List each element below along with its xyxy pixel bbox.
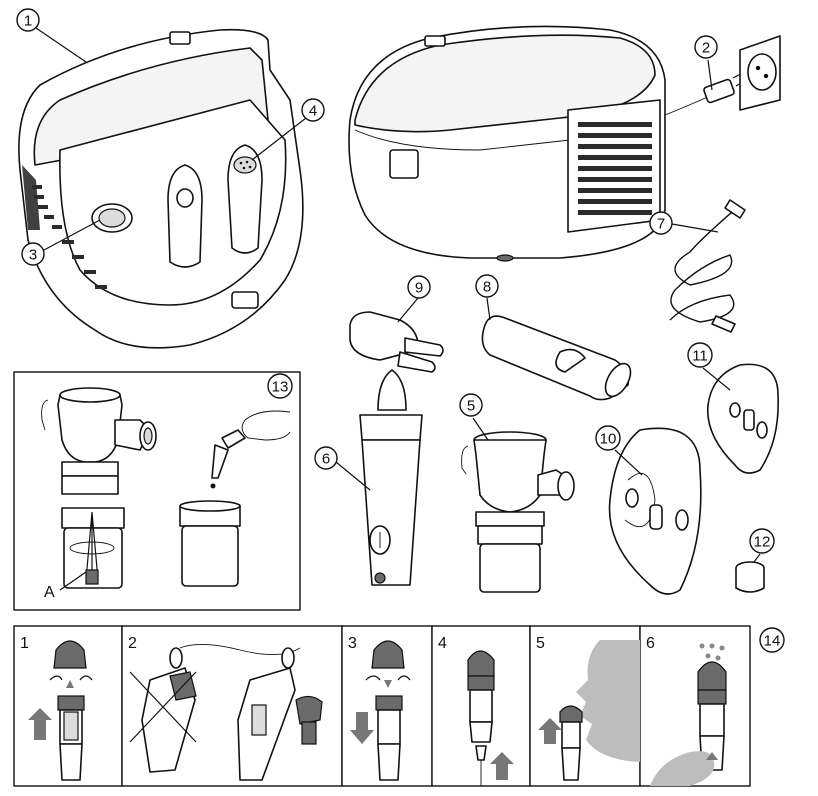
- front-latch-closed: [389, 149, 419, 179]
- callout-5: 5: [459, 393, 489, 441]
- svg-text:8: 8: [483, 279, 491, 296]
- callout-3: 3: [21, 219, 101, 266]
- step-1-illustration: [28, 640, 93, 781]
- step-6-illustration: [650, 643, 727, 786]
- callout-12: 12: [749, 528, 775, 563]
- front-latch: [231, 291, 259, 309]
- compressor-open: [18, 28, 304, 349]
- svg-text:11: 11: [692, 348, 708, 365]
- callout-2: 2: [694, 35, 718, 91]
- callout-7: 7: [649, 211, 719, 235]
- svg-text:13: 13: [272, 379, 289, 396]
- step-3-illustration: [350, 640, 411, 781]
- svg-text:12: 12: [754, 534, 771, 551]
- step-5-illustration: [538, 640, 640, 781]
- svg-text:6: 6: [322, 451, 330, 468]
- svg-text:7: 7: [657, 216, 665, 233]
- front-vents: [578, 122, 652, 215]
- svg-text:2: 2: [702, 40, 710, 57]
- inset-panel-13: [13, 371, 301, 611]
- power-cord-plug: [664, 35, 781, 116]
- nosepiece: [349, 311, 444, 373]
- compressor-closed: [348, 25, 666, 262]
- svg-text:14: 14: [764, 633, 781, 650]
- callout-10: 10: [595, 425, 643, 476]
- storage-slot-4: [227, 144, 263, 254]
- adult-mask: [608, 427, 702, 595]
- step-label-3: 3: [348, 635, 357, 652]
- svg-text:3: 3: [29, 247, 37, 264]
- svg-text:9: 9: [415, 280, 423, 297]
- svg-text:5: 5: [467, 398, 475, 415]
- storage-slot-3: [91, 203, 133, 233]
- step-4-illustration: [467, 650, 514, 786]
- air-tube: [669, 199, 746, 333]
- callout-6: 6: [314, 446, 371, 491]
- nebulizer: [461, 431, 575, 593]
- top-clip: [424, 35, 446, 47]
- label-a-leader: [59, 571, 87, 591]
- step-label-5: 5: [536, 635, 545, 652]
- svg-text:4: 4: [309, 103, 317, 120]
- label-a: A: [44, 584, 55, 601]
- step-label-2: 2: [128, 635, 137, 652]
- step-label-6: 6: [646, 635, 655, 652]
- step-label-4: 4: [438, 635, 447, 652]
- inset-medicine-cup: [179, 500, 241, 587]
- callout-14: 14: [759, 627, 785, 653]
- storage-slot-center: [167, 164, 203, 268]
- lid-latch: [169, 31, 191, 45]
- svg-text:10: 10: [600, 431, 617, 448]
- callout-9: 9: [397, 275, 431, 323]
- callout-8: 8: [475, 274, 499, 321]
- callout-1: 1: [16, 8, 87, 63]
- callout-11: 11: [687, 342, 731, 391]
- step-label-1: 1: [20, 635, 29, 652]
- svg-text:1: 1: [24, 13, 32, 30]
- air-filter: [735, 561, 765, 593]
- step-strip: 1 2 3 4 5 6: [13, 625, 751, 787]
- child-mask: [706, 363, 779, 474]
- step-2-illustration: [129, 644, 323, 781]
- nebulizer-kit: [359, 369, 423, 586]
- callout-4: 4: [251, 98, 325, 161]
- inset-nebulizer-top: [41, 387, 157, 495]
- inset-hand-dropper: [210, 410, 291, 489]
- callout-13: 13: [267, 373, 293, 399]
- side-vents: [32, 185, 107, 289]
- mouthpiece: [481, 315, 632, 401]
- inset-nebulizer-cup: [61, 507, 125, 589]
